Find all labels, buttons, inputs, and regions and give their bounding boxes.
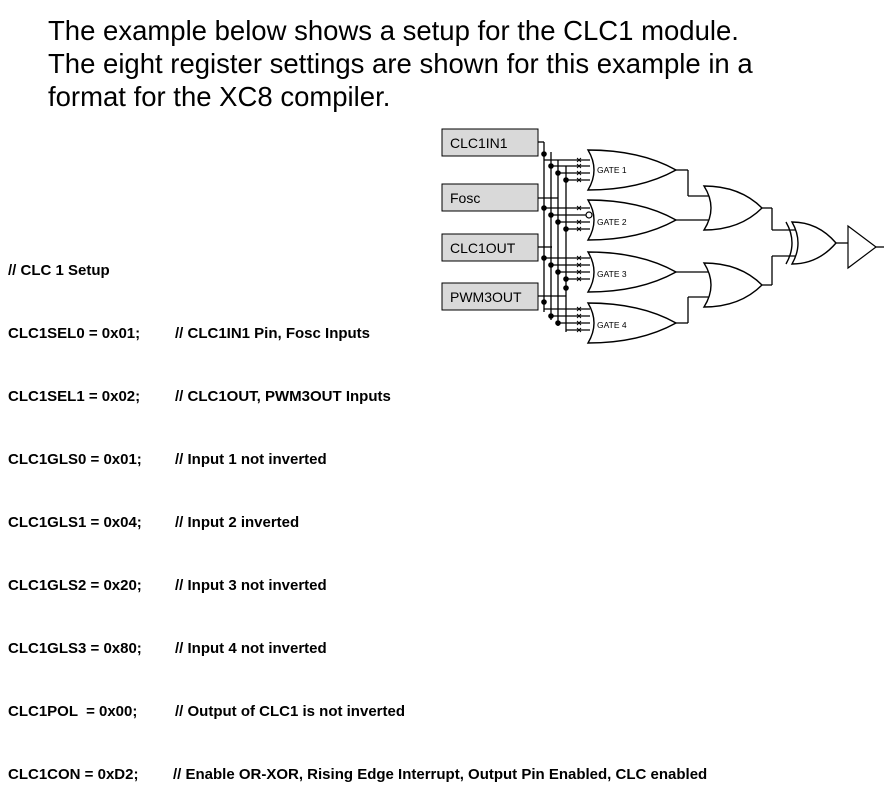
gate-input-wires xyxy=(544,159,590,331)
code-line: CLC1GLS3 = 0x80; // Input 4 not inverted xyxy=(8,638,327,659)
code-line: CLC1CON = 0xD2; // Enable OR-XOR, Rising … xyxy=(8,764,707,785)
code-stmt: CLC1GLS2 = 0x20; xyxy=(8,577,142,594)
gate-4-icon xyxy=(586,302,678,344)
invert-bubble-icon xyxy=(585,211,593,219)
diagram-wires xyxy=(538,141,884,332)
junction-dots xyxy=(541,151,569,326)
code-comment: // CLC1IN1 Pin, Fosc Inputs xyxy=(175,325,371,342)
code-stmt: CLC1SEL1 = 0x02; xyxy=(8,388,141,405)
input-box-clc1in1: CLC1IN1 xyxy=(441,128,539,157)
xor-gate-icon xyxy=(790,221,837,265)
input-label: CLC1OUT xyxy=(450,240,516,256)
clc-logic-diagram: CLC1IN1 Fosc CLC1OUT PWM3OUT GATE 1 GATE… xyxy=(441,128,884,344)
intro-line-3: format for the XC8 compiler. xyxy=(48,81,391,112)
gate-3-icon xyxy=(586,251,678,293)
code-stmt: CLC1SEL0 = 0x01; xyxy=(8,325,141,342)
input-label: PWM3OUT xyxy=(450,289,522,305)
gate-label: GATE 3 xyxy=(597,269,627,279)
code-stmt: CLC1CON = 0xD2; xyxy=(8,766,139,783)
input-x-marks xyxy=(576,157,582,333)
input-label: CLC1IN1 xyxy=(450,135,508,151)
code-comment: // Input 2 inverted xyxy=(175,514,300,531)
input-box-fosc: Fosc xyxy=(441,183,539,212)
input-box-clc1out: CLC1OUT xyxy=(441,233,539,262)
intro-text: The example below shows a setup for the … xyxy=(48,14,868,113)
code-header: // CLC 1 Setup xyxy=(8,262,110,279)
code-line: CLC1GLS2 = 0x20; // Input 3 not inverted xyxy=(8,575,327,596)
or-gate-icon xyxy=(702,185,763,231)
output-buffer-icon xyxy=(847,224,877,270)
code-line: CLC1POL = 0x00; // Output of CLC1 is not … xyxy=(8,701,405,722)
code-line: CLC1SEL0 = 0x01; // CLC1IN1 Pin, Fosc Inp… xyxy=(8,323,370,344)
input-label: Fosc xyxy=(450,190,480,206)
xor-input-arc xyxy=(785,221,793,265)
code-stmt: CLC1GLS1 = 0x04; xyxy=(8,514,142,531)
code-comment: // Input 3 not inverted xyxy=(175,577,327,594)
code-stmt: CLC1POL = 0x00; xyxy=(8,703,138,720)
gate-label: GATE 2 xyxy=(597,217,627,227)
code-comment: // Enable OR-XOR, Rising Edge Interrupt,… xyxy=(173,766,708,783)
code-stmt: CLC1GLS3 = 0x80; xyxy=(8,640,142,657)
gate-2-icon xyxy=(586,199,678,241)
code-comment: // CLC1OUT, PWM3OUT Inputs xyxy=(175,388,391,405)
code-line: CLC1SEL1 = 0x02; // CLC1OUT, PWM3OUT Inpu… xyxy=(8,386,391,407)
intro-line-2: The eight register settings are shown fo… xyxy=(48,48,753,79)
gate-label: GATE 1 xyxy=(597,165,627,175)
intro-line-1: The example below shows a setup for the … xyxy=(48,15,739,46)
gate-1-icon xyxy=(586,149,678,191)
input-box-pwm3out: PWM3OUT xyxy=(441,282,539,311)
code-line: CLC1GLS1 = 0x04; // Input 2 inverted xyxy=(8,512,299,533)
gate-label: GATE 4 xyxy=(597,320,627,330)
code-comment: // Input 4 not inverted xyxy=(175,640,327,657)
or-gate-icon xyxy=(702,262,763,308)
code-comment: // Output of CLC1 is not inverted xyxy=(175,703,405,720)
